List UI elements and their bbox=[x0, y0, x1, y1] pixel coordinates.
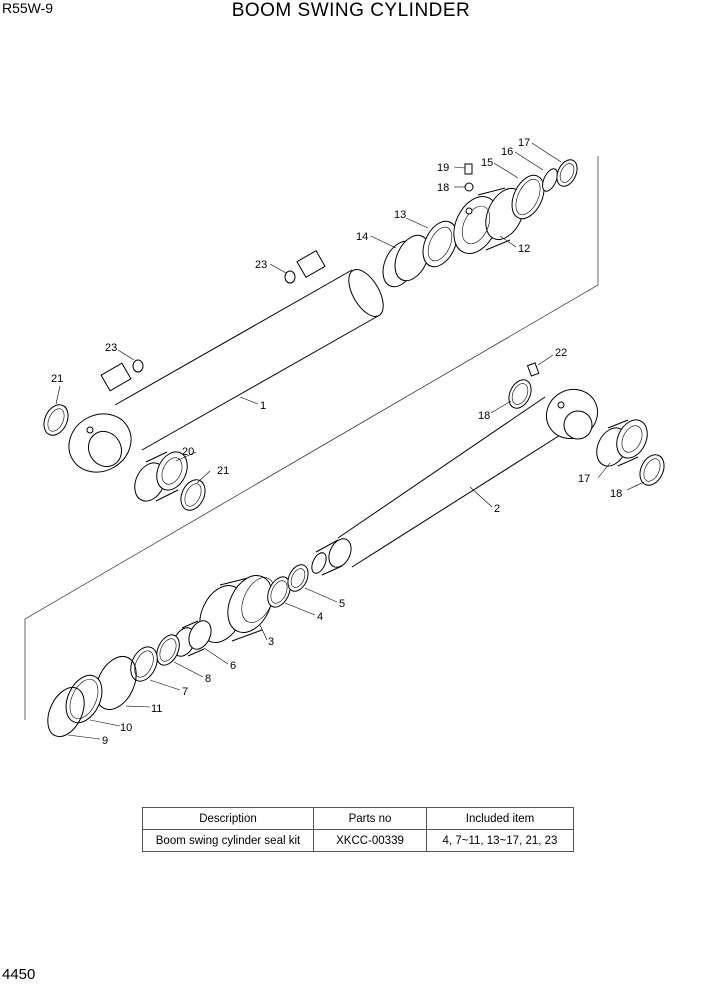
dust-seal-18-rod bbox=[508, 379, 532, 409]
callout-18: 18 bbox=[478, 410, 490, 422]
callout-19: 19 bbox=[437, 162, 449, 174]
leader-lines bbox=[55, 142, 645, 740]
callout-16: 16 bbox=[501, 146, 513, 158]
grease-nipple-22 bbox=[526, 362, 540, 377]
seal-8 bbox=[156, 634, 180, 666]
dust-wiper-17 bbox=[556, 159, 578, 187]
o-ring-11 bbox=[95, 656, 137, 710]
wear-ring-14 bbox=[382, 234, 430, 288]
callout-numbers: 1 2 3 4 5 6 7 8 9 10 11 12 13 14 15 16 1… bbox=[51, 137, 622, 747]
header-description: Description bbox=[142, 807, 314, 830]
callout-17: 17 bbox=[578, 473, 590, 485]
piston-rod bbox=[311, 388, 599, 576]
cell-included-item: 4, 7~11, 13~17, 21, 23 bbox=[426, 829, 574, 852]
callout-13: 13 bbox=[394, 209, 406, 221]
callout-2: 2 bbox=[494, 503, 500, 515]
callout-5: 5 bbox=[339, 598, 345, 610]
callout-3: 3 bbox=[268, 636, 274, 648]
callout-22: 22 bbox=[555, 347, 567, 359]
callout-18: 18 bbox=[610, 488, 622, 500]
steel-ball-18 bbox=[464, 182, 474, 192]
page-title: BOOM SWING CYLINDER bbox=[231, 0, 471, 21]
seal-13 bbox=[422, 220, 458, 268]
o-ring-23 bbox=[132, 359, 144, 373]
back-up-ring-15 bbox=[511, 174, 545, 220]
callout-7: 7 bbox=[182, 686, 188, 698]
cell-parts-no: XKCC-00339 bbox=[313, 829, 427, 852]
bushing-20 bbox=[134, 451, 188, 502]
callout-8: 8 bbox=[205, 673, 211, 685]
o-ring-9 bbox=[47, 686, 85, 738]
seal-kit-table: Description Parts no Included item Boom … bbox=[142, 807, 574, 852]
callout-15: 15 bbox=[481, 157, 493, 169]
callout-1: 1 bbox=[260, 400, 266, 412]
model-code: R55W-9 bbox=[2, 0, 54, 16]
table-header-row: Description Parts no Included item bbox=[142, 807, 574, 830]
dust-seal-18-end bbox=[639, 454, 665, 486]
wear-ring-4 bbox=[267, 576, 291, 608]
callout-12: 12 bbox=[518, 243, 530, 255]
o-ring-16 bbox=[542, 168, 558, 192]
callout-14: 14 bbox=[356, 231, 368, 243]
callout-6: 6 bbox=[230, 660, 236, 672]
nut-5 bbox=[287, 564, 309, 592]
callout-11: 11 bbox=[151, 703, 162, 715]
callout-21: 21 bbox=[217, 465, 229, 477]
set-screw-19 bbox=[464, 163, 473, 175]
callout-4: 4 bbox=[317, 611, 323, 623]
table-row: Boom swing cylinder seal kit XKCC-00339 … bbox=[142, 829, 574, 852]
callout-23: 23 bbox=[105, 342, 117, 354]
cushion-ring-6 bbox=[172, 620, 212, 657]
header-parts-no: Parts no bbox=[313, 807, 427, 830]
o-ring-23b bbox=[284, 270, 296, 284]
cell-description: Boom swing cylinder seal kit bbox=[142, 829, 314, 852]
callout-17: 17 bbox=[518, 137, 530, 149]
callout-10: 10 bbox=[120, 722, 132, 734]
back-up-ring-7 bbox=[130, 646, 158, 682]
dust-seal-21 bbox=[43, 404, 69, 436]
page-number: 4450 bbox=[2, 966, 36, 983]
callout-18: 18 bbox=[437, 182, 449, 194]
header-included-item: Included item bbox=[426, 807, 574, 830]
callout-20: 20 bbox=[182, 446, 194, 458]
callout-23: 23 bbox=[255, 259, 267, 271]
callout-9: 9 bbox=[102, 735, 108, 747]
callout-21: 21 bbox=[51, 373, 63, 385]
rod-cover-12 bbox=[453, 187, 525, 254]
bushing-17-rod bbox=[596, 419, 648, 467]
cylinder-tube bbox=[68, 250, 384, 473]
